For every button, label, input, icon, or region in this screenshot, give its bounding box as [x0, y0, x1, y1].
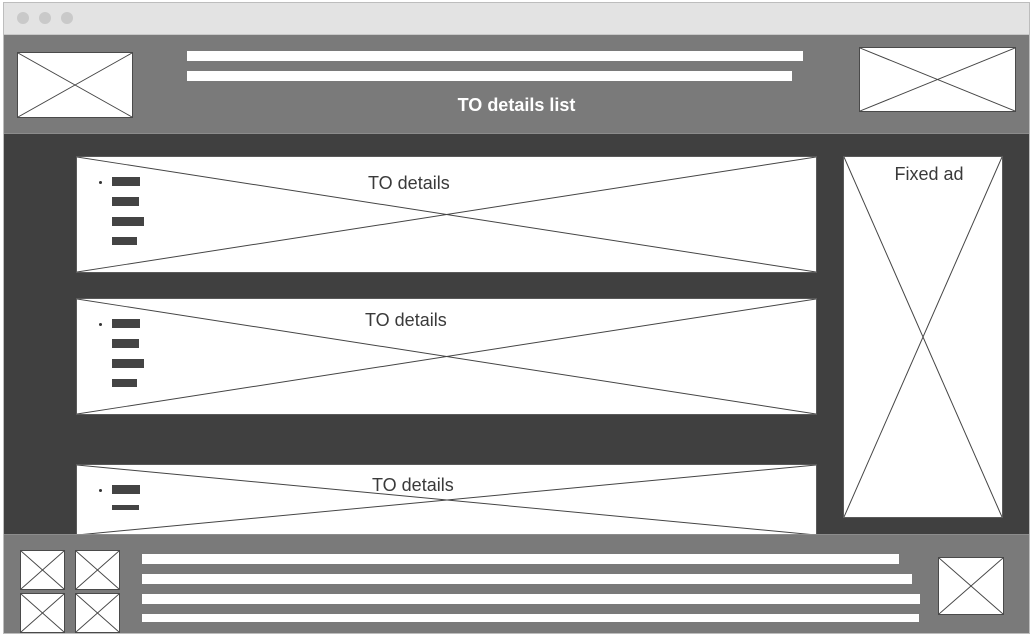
- ad-label: Fixed ad: [894, 164, 964, 184]
- window-titlebar: [4, 3, 1029, 35]
- card-title: TO details: [365, 310, 447, 330]
- list-text-placeholder: [112, 505, 139, 510]
- thumbnail-placeholder-icon[interactable]: [20, 550, 65, 590]
- footer-image-placeholder-icon[interactable]: [938, 557, 1004, 615]
- bullet-icon: [99, 323, 102, 326]
- thumbnail-placeholder-icon[interactable]: [20, 593, 65, 633]
- header-text-line: [187, 71, 792, 81]
- logo-image-placeholder-icon[interactable]: [17, 52, 133, 118]
- browser-window: TO details list TO details TO details TO…: [3, 2, 1030, 634]
- thumbnail-placeholder-icon[interactable]: [75, 550, 120, 590]
- list-text-placeholder: [112, 319, 140, 328]
- card-title: TO details: [368, 173, 450, 193]
- list-text-placeholder: [112, 217, 144, 226]
- thumbnail-placeholder-icon[interactable]: [75, 593, 120, 633]
- list-text-placeholder: [112, 237, 137, 245]
- list-text-placeholder: [112, 197, 139, 206]
- footer-text-line: [142, 554, 899, 564]
- bullet-icon: [99, 181, 102, 184]
- page-title: TO details list: [457, 95, 576, 115]
- header-text-line: [187, 51, 803, 61]
- list-text-placeholder: [112, 177, 140, 186]
- to-details-card[interactable]: TO details: [76, 298, 817, 415]
- footer-text-line: [142, 574, 912, 584]
- bullet-icon: [99, 489, 102, 492]
- list-text-placeholder: [112, 359, 144, 368]
- maximize-window-icon[interactable]: [61, 12, 73, 24]
- page-header: TO details list: [4, 35, 1029, 134]
- to-details-card[interactable]: TO details: [76, 464, 817, 536]
- footer-text-line: [142, 614, 919, 622]
- banner-image-placeholder-icon[interactable]: [859, 47, 1016, 112]
- list-text-placeholder: [112, 379, 137, 387]
- fixed-ad[interactable]: Fixed ad: [843, 156, 1003, 518]
- card-title: TO details: [372, 475, 454, 495]
- list-text-placeholder: [112, 485, 140, 494]
- close-window-icon[interactable]: [17, 12, 29, 24]
- list-text-placeholder: [112, 339, 139, 348]
- minimize-window-icon[interactable]: [39, 12, 51, 24]
- footer-text-line: [142, 594, 920, 604]
- to-details-card[interactable]: TO details: [76, 156, 817, 273]
- page-footer: [4, 534, 1029, 633]
